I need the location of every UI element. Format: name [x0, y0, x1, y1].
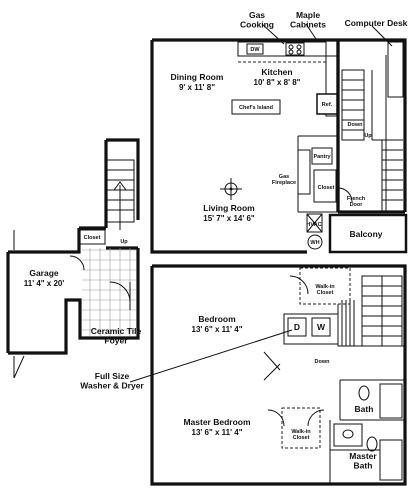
gas-leader [261, 23, 285, 45]
dining-room-label: Dining Room [171, 72, 224, 82]
walk-in-closet-2 [281, 407, 321, 449]
dw-label: DW [250, 47, 260, 53]
master-toilet [366, 436, 378, 452]
up-label-top: Up [364, 133, 372, 139]
washer-box [311, 317, 331, 337]
bath-tub [379, 383, 403, 419]
master-tub [379, 439, 403, 481]
living-dim: 15' 7" x 14' 6" [203, 214, 255, 223]
garage-label: Garage [29, 268, 59, 278]
pantry-label: Pantry [313, 154, 331, 160]
balcony-area [328, 213, 408, 254]
ceiling-fan-icon [220, 178, 242, 200]
entry-closet [79, 229, 106, 245]
stair-upper [341, 69, 365, 141]
closet-box [313, 169, 337, 203]
walk-in-closet-1 [299, 267, 351, 305]
water-heater [307, 234, 323, 250]
chefs-island-label: Chef's Island [239, 105, 273, 111]
entry-level [6, 138, 140, 379]
kitchen-dim: 10' 8" x 8' 8" [254, 78, 301, 87]
up-entry-label: Up [120, 239, 128, 245]
computer-desk-label: Computer Desk [345, 18, 408, 28]
dryer-box [287, 317, 307, 337]
upper-floor [150, 38, 408, 254]
dishwasher [246, 43, 264, 55]
kitchen-label: Kitchen [261, 67, 292, 77]
desk-leader [371, 25, 393, 47]
closet-entry-label: Closet [84, 235, 101, 241]
washer-leader [129, 329, 293, 383]
living-room-label: Living Room [203, 203, 255, 213]
hvac-label: HVAC [306, 222, 321, 228]
closet-fireplace-label: Closet [318, 185, 335, 191]
lower-floor [150, 264, 407, 486]
chefs-island [231, 99, 281, 115]
foyer-tile [82, 248, 136, 336]
down-label-bottom: Down [315, 359, 331, 365]
dryer-label: D [294, 322, 300, 332]
balcony-label: Balcony [349, 229, 382, 239]
master-vanity [333, 423, 363, 447]
kitchen-side-counter [325, 55, 339, 117]
dining-dim: 9' x 11' 8" [179, 83, 215, 92]
computer-desk [387, 41, 404, 98]
master-bedroom-label: Master Bedroom [183, 417, 251, 427]
fireplace [297, 149, 311, 195]
cooktop [285, 42, 305, 56]
wh-label: WH [310, 240, 319, 246]
bedroom-dim: 13' 6" x 11' 4" [192, 325, 243, 334]
bedroom-label: Bedroom [198, 314, 236, 324]
master-sink [342, 429, 354, 439]
bath-toilet [358, 385, 370, 401]
ref-label: Ref. [322, 102, 333, 108]
cabinet-leader [305, 23, 319, 43]
refrigerator [316, 93, 338, 115]
down-label-top: Down [348, 122, 364, 128]
garage-dim: 11' 4" x 20' [24, 279, 65, 288]
bath-label: Bath [355, 404, 374, 414]
master-bedroom-dim: 13' 6" x 11' 4" [192, 428, 243, 437]
pantry-box [311, 147, 333, 165]
washer-label: W [317, 322, 326, 332]
